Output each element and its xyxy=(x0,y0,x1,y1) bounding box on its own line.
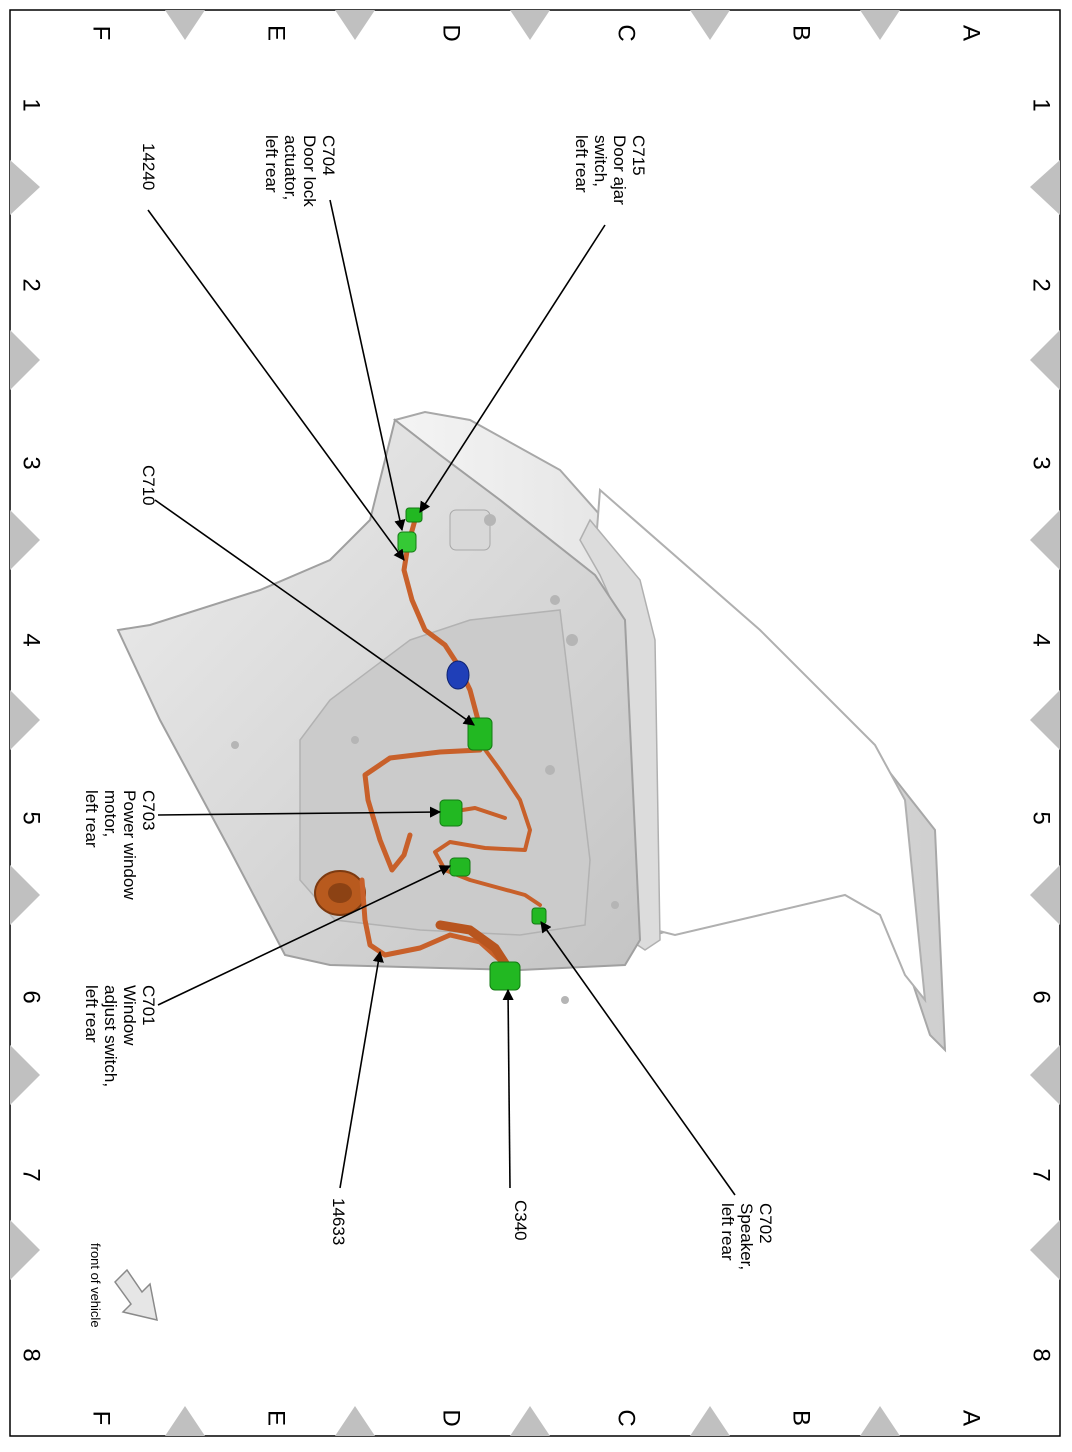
column-number-right: 3 xyxy=(1028,456,1055,469)
row-letter-top: A xyxy=(958,25,985,41)
callout-c715-line3: switch, xyxy=(591,135,610,187)
speaker-grommet-center xyxy=(328,883,352,903)
leader-c704 xyxy=(329,199,406,532)
grid-markers xyxy=(10,10,1060,1436)
leader-c703 xyxy=(157,806,442,818)
callout-c704-line2: Door lock xyxy=(300,135,319,207)
column-numbers-right: 1 2 3 4 5 6 7 8 xyxy=(1028,98,1055,1361)
column-numbers-left: 1 2 3 4 5 6 7 8 xyxy=(18,98,45,1361)
callout-c710-line1: C710 xyxy=(139,465,158,506)
leader-c715 xyxy=(419,224,606,513)
callout-c704-line1: C704 xyxy=(319,135,338,176)
column-number-right: 4 xyxy=(1028,633,1055,646)
door-latch-pocket xyxy=(449,509,491,551)
column-number-left: 7 xyxy=(18,1168,45,1181)
row-letter-top: B xyxy=(788,25,815,41)
connector-c703 xyxy=(439,799,463,827)
column-number-left: 2 xyxy=(18,278,45,291)
door-panel-holes xyxy=(231,514,619,1004)
column-number-left: 1 xyxy=(18,98,45,111)
in-line-connector-blue xyxy=(446,660,470,690)
harness-trunk xyxy=(435,920,513,973)
front-of-vehicle-label: front of vehicle xyxy=(88,1243,103,1328)
column-number-right: 7 xyxy=(1028,1168,1055,1181)
leader-c710 xyxy=(154,499,475,726)
callout-c340: C340 xyxy=(511,1200,530,1241)
callout-c702-line3: left rear xyxy=(718,1203,737,1261)
column-number-left: 6 xyxy=(18,990,45,1003)
leader-lines xyxy=(147,199,736,1196)
callout-c340-line1: C340 xyxy=(511,1200,530,1241)
connectors xyxy=(397,507,547,991)
callout-c702: C702 Speaker, left rear xyxy=(718,1203,775,1270)
harness-14633 xyxy=(359,877,508,975)
row-letter-bottom: A xyxy=(958,1410,985,1426)
column-number-left: 8 xyxy=(18,1348,45,1361)
leader-14240 xyxy=(147,209,405,561)
callout-c703: C703 Power window motor, left rear xyxy=(82,790,158,900)
row-letter-bottom: D xyxy=(438,1409,465,1426)
callout-c702-line1: C702 xyxy=(756,1203,775,1244)
callout-c703-line2: Power window xyxy=(120,790,139,900)
callout-c704-line3: actuator, xyxy=(281,135,300,200)
column-number-right: 2 xyxy=(1028,278,1055,291)
callout-c715-line2: Door ajar xyxy=(610,135,629,205)
callout-c701: C701 Window adjust switch, left rear xyxy=(82,985,158,1087)
leader-c340 xyxy=(502,988,514,1189)
connector-c710 xyxy=(467,717,493,751)
harness-branch-window xyxy=(433,738,542,907)
callout-14240: 14240 xyxy=(139,143,158,190)
connector-c340 xyxy=(489,961,521,991)
column-number-right: 6 xyxy=(1028,990,1055,1003)
callout-14240-line1: 14240 xyxy=(139,143,158,190)
front-of-vehicle-arrow-icon xyxy=(114,1268,158,1321)
connector-c702 xyxy=(531,907,547,925)
row-letter-top: F xyxy=(88,26,115,41)
column-number-left: 3 xyxy=(18,456,45,469)
callout-c701-line2: Window xyxy=(120,985,139,1046)
row-letters-top: A B C D E F xyxy=(88,24,985,41)
row-letter-bottom: B xyxy=(788,1410,815,1426)
callout-c703-line1: C703 xyxy=(139,790,158,831)
callout-c701-line4: left rear xyxy=(82,985,101,1043)
callout-c715: C715 Door ajar switch, left rear xyxy=(572,135,648,205)
row-letter-bottom: F xyxy=(88,1411,115,1426)
connector-c704 xyxy=(397,531,417,553)
callout-c703-line4: left rear xyxy=(82,790,101,848)
leader-c701 xyxy=(157,865,452,1006)
connector-c701 xyxy=(449,857,471,877)
callout-c701-line1: C701 xyxy=(139,985,158,1026)
callout-c704-line4: left rear xyxy=(262,135,281,193)
front-of-vehicle-indicator: front of vehicle xyxy=(88,1243,158,1328)
callout-c710: C710 xyxy=(139,465,158,506)
callout-c702-line2: Speaker, xyxy=(737,1203,756,1270)
connector-c715 xyxy=(405,507,423,523)
column-number-right: 5 xyxy=(1028,811,1055,824)
leader-c702 xyxy=(540,921,736,1196)
callout-c703-line3: motor, xyxy=(101,790,120,837)
column-number-left: 5 xyxy=(18,811,45,824)
callout-14633: 14633 xyxy=(329,1198,348,1245)
row-letters-bottom: A B C D E F xyxy=(88,1409,985,1426)
callout-14633-line1: 14633 xyxy=(329,1198,348,1245)
column-number-left: 4 xyxy=(18,633,45,646)
callout-c701-line3: adjust switch, xyxy=(101,985,120,1087)
column-number-right: 8 xyxy=(1028,1348,1055,1361)
leader-14633 xyxy=(339,950,384,1189)
callout-c704: C704 Door lock actuator, left rear xyxy=(262,135,338,207)
callout-c715-line4: left rear xyxy=(572,135,591,193)
callout-c715-line1: C715 xyxy=(629,135,648,176)
rear-door-illustration xyxy=(116,410,947,1053)
column-number-right: 1 xyxy=(1028,98,1055,111)
row-letter-bottom: E xyxy=(263,1410,290,1426)
row-letter-top: C xyxy=(613,24,640,41)
row-letter-top: D xyxy=(438,24,465,41)
row-letter-bottom: C xyxy=(613,1409,640,1426)
row-letter-top: E xyxy=(263,25,290,41)
